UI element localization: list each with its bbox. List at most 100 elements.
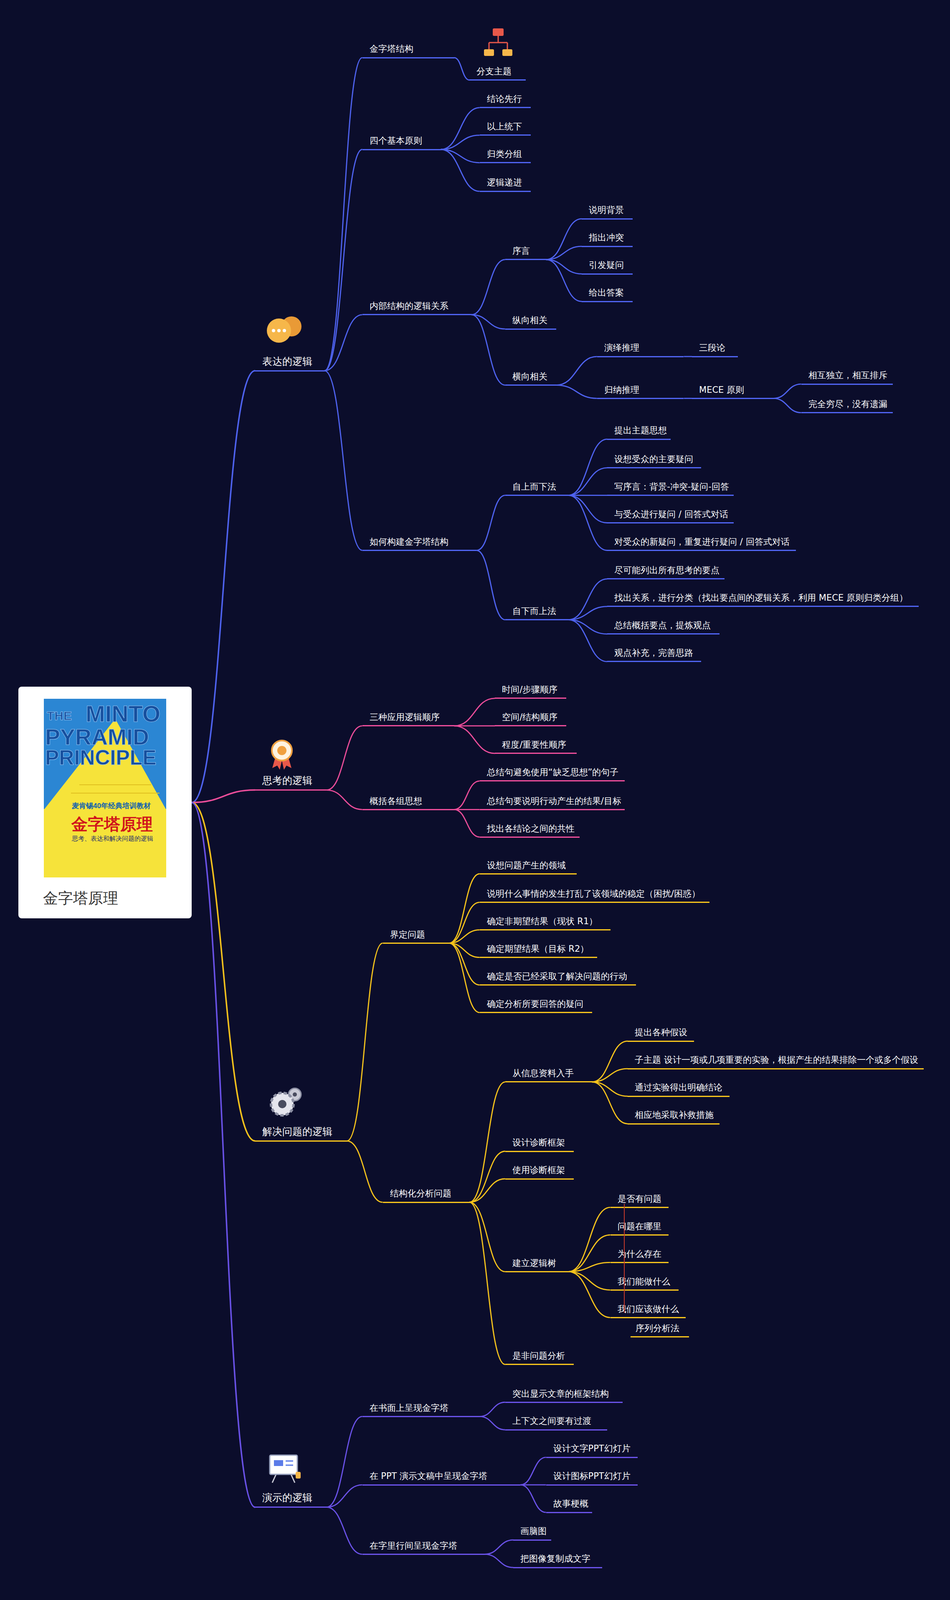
branch-connector: [191, 803, 256, 1142]
topic-text: 演绎推理: [604, 342, 682, 354]
cover-text: 思考、表达和解决问题的逻辑: [71, 835, 154, 842]
branch-connector: [440, 135, 480, 150]
branch-connector: [326, 1416, 363, 1508]
topic-text: 四个基本原则: [369, 135, 439, 147]
branch-connector: [556, 385, 598, 399]
sub-topic: 三种应用逻辑顺序: [362, 711, 455, 727]
branch-connector: [568, 1271, 611, 1291]
gear-hub: [278, 1100, 287, 1109]
cover-text: 金字塔原理: [71, 816, 153, 833]
topic-text: 确定分析所要回答的疑问: [486, 998, 590, 1010]
sub-topic: 突出显示文章的框架结构: [505, 1388, 623, 1404]
sub-topic: 总结概括要点，提炼观点: [607, 620, 720, 635]
branch-connector: [568, 1262, 611, 1272]
topic-text: 确定期望结果（目标 R2）: [486, 943, 595, 955]
branch-connector: [546, 259, 583, 302]
branch-connector: [324, 57, 363, 371]
topic-text: 上下文之间要有过渡: [512, 1416, 605, 1427]
sub-topic: 总结句要说明行动产生的结果/目标: [479, 795, 625, 811]
branch-connector: [469, 1202, 506, 1366]
topic-text: 归类分组: [486, 148, 529, 160]
branch-connector: [324, 314, 363, 371]
main-branch-topic: 解决问题的逻辑: [255, 1125, 348, 1143]
cover-text: THE: [46, 709, 72, 723]
topic-text: 分支主题: [476, 65, 523, 77]
branch-connector: [484, 1540, 514, 1555]
branch-connector: [568, 494, 608, 497]
topic-text: 把图像复制成文字: [520, 1553, 600, 1565]
topic-text: 时间/步骤顺序: [501, 684, 564, 696]
org-line: [488, 42, 490, 50]
topic-text: 故事梗概: [553, 1498, 590, 1510]
topic-text: 为什么存在: [617, 1248, 667, 1260]
sub-topic: 归类分组: [479, 148, 531, 164]
board-leg: [272, 1474, 277, 1484]
topic-text: 在 PPT 演示文稿中呈现金字塔: [369, 1471, 519, 1482]
branch-connector: [568, 579, 608, 621]
topic-text: 对受众的新疑问，重复进行疑问 / 回答式对话: [614, 536, 794, 548]
branch-connector: [324, 149, 363, 371]
topic-text: 表达的逻辑: [262, 355, 322, 368]
branch-connector: [568, 495, 608, 524]
board-chart: [273, 1460, 284, 1467]
topic-text: 程度/重要性顺序: [501, 739, 575, 751]
topic-text: 画脑图: [520, 1526, 549, 1538]
topic-text: 确定非期望结果（现状 R1）: [486, 916, 608, 928]
branch-connector: [326, 1507, 363, 1556]
branch-connector: [520, 1484, 546, 1487]
topic-text: 总结句要说明行动产生的结果/目标: [486, 795, 623, 807]
sub-topic: 设计图标PPT幻灯片: [546, 1471, 639, 1486]
org-line: [497, 35, 500, 43]
branch-connector: [568, 620, 608, 662]
branch-connector: [520, 1457, 546, 1486]
branch-connector: [440, 149, 480, 163]
topic-text: 金字塔结构: [369, 43, 452, 55]
branch-connector: [440, 107, 480, 150]
topic-text: 纵向相关: [512, 314, 554, 326]
branch-connector: [476, 550, 505, 621]
bubble-dot: [282, 329, 287, 333]
branch-connector: [546, 259, 583, 274]
sub-topic: 总结句避免使用“缺乏思想”的句子: [479, 767, 625, 782]
bubble-dot: [277, 329, 281, 333]
topic-text: 找出各结论之间的共性: [486, 823, 578, 835]
topic-text: 设想问题产生的领域: [486, 860, 575, 872]
sub-topic: 结构化分析问题: [382, 1188, 470, 1204]
topic-text: 金字塔原理: [43, 889, 192, 908]
topic-text: 自上而下法: [512, 481, 567, 493]
sub-topic: 是非问题分析: [505, 1350, 574, 1366]
topic-text: 写序言：背景-冲突-疑问-回答: [614, 481, 732, 493]
sub-topic: 在字里行间呈现金字塔: [362, 1540, 485, 1556]
branch-connector: [326, 790, 363, 811]
board-line: [285, 1465, 294, 1467]
topic-text: 归纳推理: [604, 384, 682, 396]
sub-topic: 说明什么事情的发生打乱了该领域的稳定（困扰/困惑）: [479, 888, 710, 904]
cover-text: PYRAMID: [45, 725, 150, 749]
branch-connector: [454, 57, 470, 81]
branch-connector: [469, 1179, 506, 1203]
topic-text: 相应地采取补救措施: [634, 1109, 717, 1121]
branch-connector: [484, 1554, 514, 1569]
topic-text: 设想受众的主要疑问: [614, 453, 699, 465]
sub-topic: 写序言：背景-冲突-疑问-回答: [607, 481, 734, 497]
topic-text: 横向相关: [512, 371, 554, 383]
sub-topic: 概括各组思想: [362, 795, 455, 811]
branch-connector: [454, 809, 480, 838]
topic-text: 总结概括要点，提炼观点: [614, 620, 717, 631]
branch-connector: [556, 356, 598, 386]
sub-topic: 问题在哪里: [610, 1221, 669, 1237]
sub-topic: 给出答案: [581, 287, 633, 302]
sub-topic: 故事梗概: [546, 1498, 593, 1514]
sub-topic: 序言: [505, 245, 547, 261]
branch-connector: [326, 1485, 363, 1508]
topic-text: 相互独立，相互排斥: [808, 369, 891, 381]
bubble-icon: [266, 318, 292, 343]
topic-text: 从信息资料入手: [512, 1068, 590, 1080]
topic-text: 是非问题分析: [512, 1350, 572, 1362]
topic-text: 我们应该做什么: [617, 1304, 684, 1315]
topic-text: 演示的逻辑: [262, 1492, 325, 1505]
branch-connector: [471, 259, 506, 315]
sub-topic: 时间/步骤顺序: [494, 684, 567, 700]
topic-text: 通过实验得出明确结论: [634, 1082, 728, 1094]
branch-connector: [454, 725, 496, 727]
